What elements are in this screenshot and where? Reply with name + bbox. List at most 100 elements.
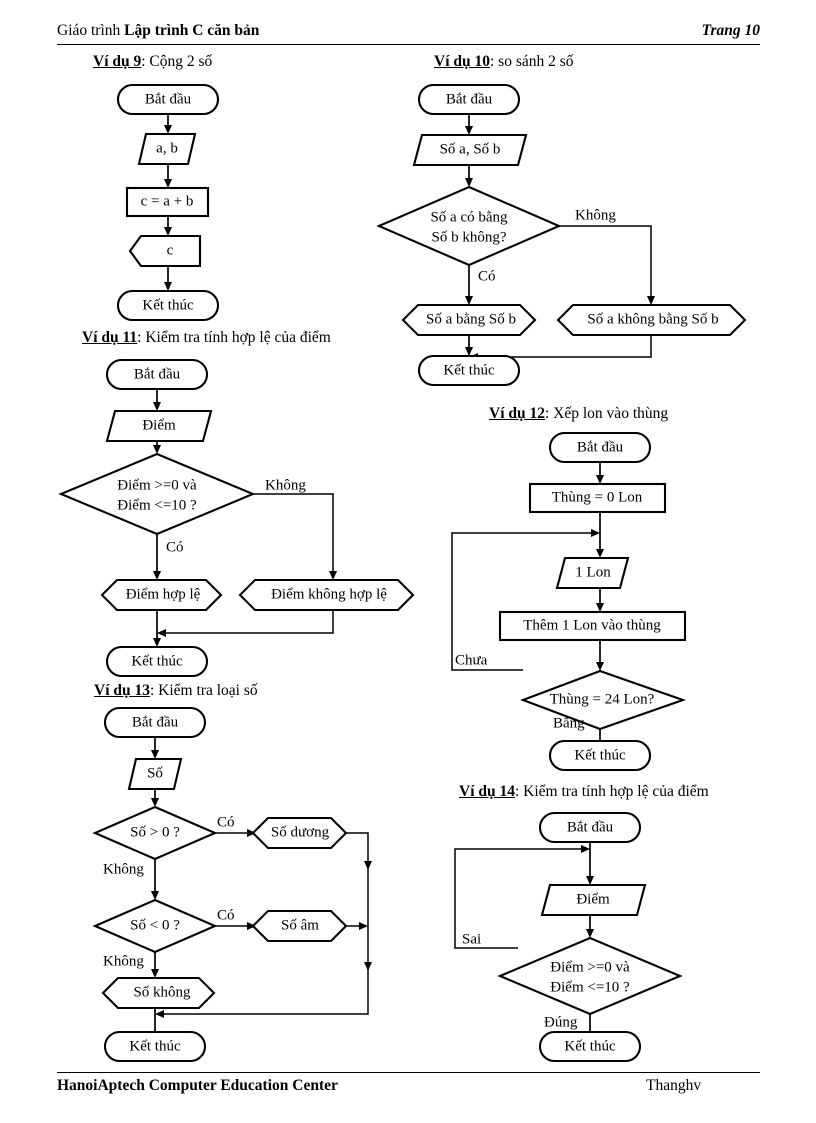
node-start-label: Bắt đầu — [134, 366, 181, 382]
caption-label: Ví dụ 9 — [93, 53, 142, 70]
flowchart-vi-du-9: Bắt đầu a, b c = a + b c Kết thúc — [116, 83, 220, 322]
footer-author: Thanghv — [646, 1077, 702, 1094]
arrowhead-decision2-yes — [247, 922, 256, 930]
node-end-shape — [417, 354, 521, 387]
node-end-label: Kết thúc — [142, 297, 194, 313]
node-output-neg-shape — [251, 909, 348, 943]
node-start-label: Bắt đầu — [145, 91, 192, 107]
arrowhead-start-to-input — [586, 876, 594, 885]
edge-label-decision1-yes: Có — [217, 814, 235, 830]
flowchart-vi-du-13: Bắt đầu Số Số > 0 ? Có Số dương Không Số… — [92, 706, 372, 1063]
connector-right-collector — [162, 832, 369, 1015]
arrowhead-merge-to-end — [153, 638, 161, 647]
arrowhead-decision1-yes — [247, 829, 256, 837]
node-input-label: Điểm — [142, 417, 176, 433]
node-end-shape — [538, 1030, 642, 1063]
node-input-label: a, b — [156, 140, 178, 156]
arrowhead-input-to-process — [596, 603, 604, 612]
node-input-shape — [105, 409, 213, 443]
footer-organization: HanoiAptech Computer Education Center — [57, 1077, 338, 1094]
caption-label: Ví dụ 12 — [489, 405, 545, 422]
node-init-shape — [528, 482, 667, 514]
arrowhead-input-to-decision1 — [151, 798, 159, 807]
connector-loop-back — [451, 532, 593, 671]
node-end-shape — [105, 645, 209, 678]
node-start-label: Bắt đầu — [446, 91, 493, 107]
node-process-label: Thêm 1 Lon vào thùng — [523, 617, 661, 633]
connector-merge-no — [476, 335, 652, 358]
node-decision1-label: Số > 0 ? — [130, 824, 180, 840]
arrowhead-decision-no — [647, 296, 655, 305]
node-input-shape — [540, 883, 647, 917]
node-output-no-label: Điểm không hợp lệ — [271, 586, 387, 602]
caption-vi-du-9: Ví dụ 9: Cộng 2 số — [93, 53, 212, 71]
node-input-shape — [412, 133, 528, 167]
flowchart-vi-du-11: Bắt đầu Điểm Điểm >=0 và Điểm <=10 ? Khô… — [58, 358, 415, 678]
arrowhead-decision2-no — [151, 969, 159, 978]
node-decision-shape — [376, 185, 562, 267]
node-output-zero-shape — [101, 976, 216, 1010]
node-output-pos-label: Số dương — [271, 824, 330, 840]
node-output-yes-shape — [401, 303, 537, 337]
node-process-shape — [125, 186, 210, 218]
edge-label-decision2-no: Không — [103, 953, 144, 969]
node-decision-label: Thùng = 24 Lon? — [550, 691, 655, 707]
arrowhead-init-to-input — [596, 549, 604, 558]
node-output-label: c — [167, 242, 174, 258]
arrowhead-start-to-init — [596, 475, 604, 484]
arrowhead-merge-to-end — [465, 347, 473, 356]
node-decision-shape — [497, 936, 683, 1016]
header-title-plain: Giáo trình — [57, 22, 125, 39]
caption-vi-du-10: Ví dụ 10: so sánh 2 số — [434, 53, 574, 71]
edge-label-yes: Có — [166, 539, 184, 555]
node-output-no-shape — [238, 578, 415, 612]
caption-label: Ví dụ 11 — [82, 329, 138, 346]
node-decision-line1: Số a có bằng — [430, 209, 508, 225]
node-input-shape — [137, 132, 197, 166]
arrowhead-decision-yes — [153, 571, 161, 580]
caption-title: : Kiểm tra loại số — [150, 682, 258, 699]
arrowhead-process-to-decision — [596, 662, 604, 671]
node-end-shape — [548, 739, 652, 772]
header-rule — [57, 44, 760, 45]
arrowhead-decision-no — [329, 571, 337, 580]
node-input-shape — [127, 757, 183, 791]
node-decision-line1: Điểm >=0 và — [550, 959, 630, 975]
edge-label-decision1-no: Không — [103, 861, 144, 877]
node-start-label: Bắt đầu — [132, 714, 179, 730]
connector-decision-no — [253, 493, 334, 573]
node-input-shape — [555, 556, 630, 590]
caption-vi-du-12: Ví dụ 12: Xếp lon vào thùng — [489, 405, 668, 423]
footer-rule — [57, 1072, 760, 1073]
node-decision-line2: Điểm <=10 ? — [117, 497, 197, 513]
arrowhead-loop-back — [591, 529, 600, 537]
caption-title: : Kiểm tra tính hợp lệ của điểm — [515, 783, 709, 800]
flowchart-vi-du-10: Bắt đầu Số a, Số b Số a có bằng Số b khô… — [376, 83, 747, 387]
node-end-label: Kết thúc — [574, 747, 626, 763]
node-init-label: Thùng = 0 Lon — [552, 489, 643, 505]
arrowhead-input-to-decision — [465, 178, 473, 187]
arrowhead-output-to-end — [164, 282, 172, 291]
node-start-label: Bắt đầu — [567, 819, 614, 835]
node-output-yes-shape — [100, 578, 223, 612]
caption-label: Ví dụ 10 — [434, 53, 490, 70]
connector-decision-no — [559, 225, 652, 298]
node-end-label: Kết thúc — [131, 653, 183, 669]
arrowhead-decision-yes — [465, 296, 473, 305]
caption-vi-du-11: Ví dụ 11: Kiểm tra tính hợp lệ của điểm — [82, 329, 331, 347]
node-end-label: Kết thúc — [564, 1038, 616, 1054]
caption-vi-du-13: Ví dụ 13: Kiểm tra loại số — [94, 682, 258, 700]
node-end-label: Kết thúc — [443, 362, 495, 378]
edge-label-false: Sai — [462, 931, 481, 947]
arrowhead-neg-to-collector — [359, 922, 368, 930]
node-process-label: c = a + b — [141, 193, 194, 209]
arrowhead-input-to-decision — [153, 445, 161, 454]
connector-loop-back — [454, 848, 583, 949]
node-input-label: Số — [147, 765, 163, 781]
edge-label-loop: Chưa — [455, 652, 488, 668]
caption-title: : Xếp lon vào thùng — [545, 405, 669, 422]
caption-label: Ví dụ 13 — [94, 682, 150, 699]
arrowhead-start-to-input — [151, 750, 159, 759]
page-header: Giáo trình Lập trình C căn bản Trang 10 — [57, 22, 760, 40]
